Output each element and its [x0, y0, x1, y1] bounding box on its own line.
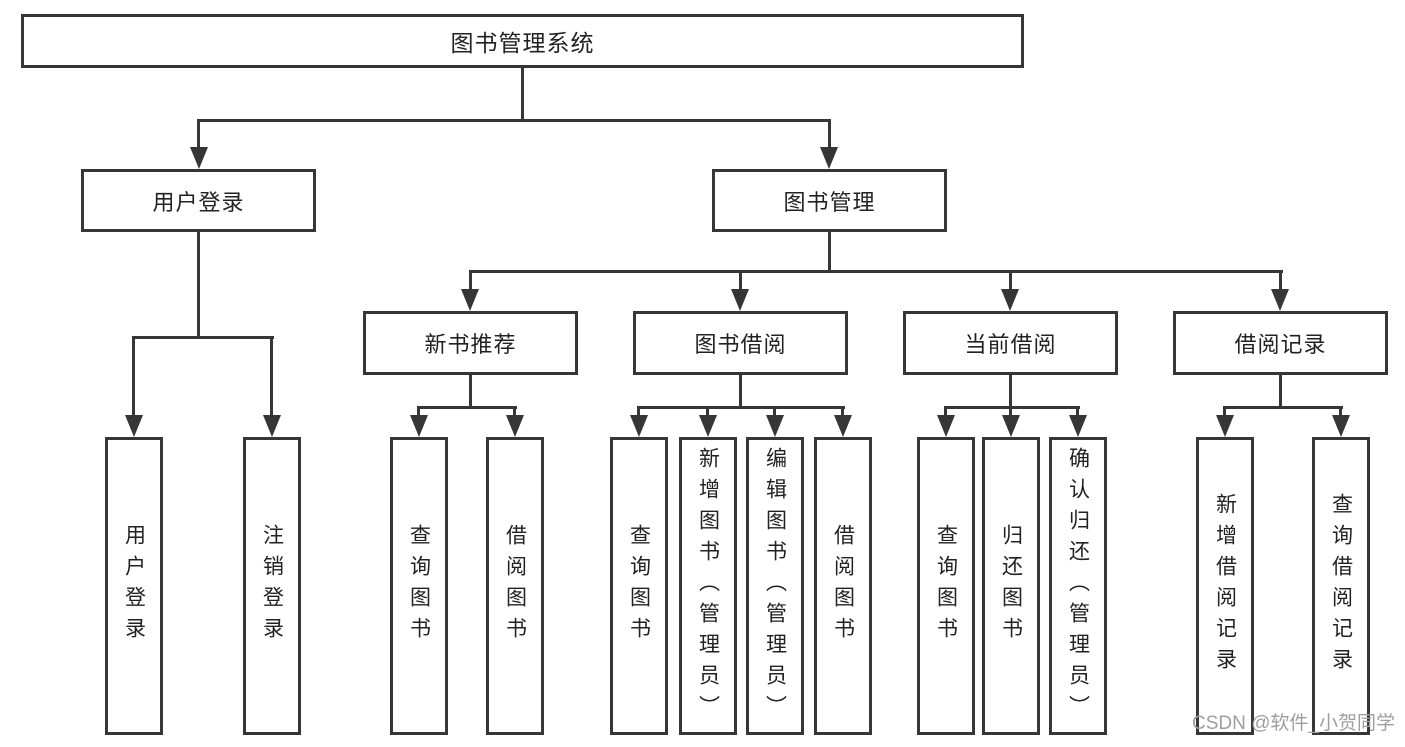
- node-book-borrow-label: 图书借阅: [694, 332, 787, 357]
- leaf-query-books-current: 查询图书: [917, 437, 975, 735]
- connector-drop-leaf-login: [132, 336, 135, 417]
- arrowhead-new-book-icon: [461, 289, 479, 311]
- connector-new-book-stem: [469, 375, 472, 409]
- leaf-query-books-recommend-label: 查询图书: [407, 524, 431, 648]
- connector-borrow-records-stem: [1279, 375, 1282, 409]
- connector-drop-b1: [417, 406, 420, 418]
- connector-drop-b2: [513, 406, 516, 418]
- connector-new-book-rail: [417, 406, 517, 409]
- arrowhead-c2-icon: [699, 415, 717, 437]
- leaf-user-login-label: 用户登录: [122, 524, 146, 648]
- node-library-system: 图书管理系统: [21, 14, 1024, 68]
- leaf-confirm-return-admin-label: 确认归还（管理员）: [1066, 446, 1090, 726]
- arrowhead-e1-icon: [1216, 415, 1234, 437]
- leaf-borrow-books-recommend: 借阅图书: [486, 437, 544, 735]
- connector-drop-d3: [1076, 406, 1079, 418]
- leaf-query-books-current-label: 查询图书: [934, 524, 958, 648]
- connector-borrow-records-rail: [1223, 406, 1343, 409]
- arrowhead-d1-icon: [937, 415, 955, 437]
- arrowhead-borrow-records-icon: [1271, 289, 1289, 311]
- node-library-system-label: 图书管理系统: [450, 30, 595, 56]
- connector-drop-c1: [637, 406, 640, 418]
- connector-drop-d2: [1009, 406, 1012, 418]
- leaf-query-books-borrow: 查询图书: [610, 437, 668, 735]
- node-user-login-label: 用户登录: [152, 189, 245, 215]
- arrowhead-c1-icon: [630, 415, 648, 437]
- node-new-book-recommend: 新书推荐: [363, 311, 578, 375]
- connector-drop-c4: [841, 406, 844, 418]
- arrowhead-current-borrow-icon: [1001, 289, 1019, 311]
- leaf-query-books-borrow-label: 查询图书: [627, 524, 651, 648]
- leaf-add-borrow-record-label: 新增借阅记录: [1213, 493, 1237, 679]
- connector-drop-current-borrow: [1009, 270, 1012, 291]
- leaf-query-borrow-record: 查询借阅记录: [1312, 437, 1370, 735]
- connector-drop-d1: [944, 406, 947, 418]
- leaf-edit-book-admin: 编辑图书（管理员）: [746, 437, 804, 735]
- connector-book-borrow-rail: [637, 406, 845, 409]
- connector-drop-c2: [706, 406, 709, 418]
- leaf-query-borrow-record-label: 查询借阅记录: [1329, 493, 1353, 679]
- leaf-query-books-recommend: 查询图书: [390, 437, 448, 735]
- connector-drop-book-management: [828, 119, 831, 149]
- leaf-borrow-books-recommend-label: 借阅图书: [503, 524, 527, 648]
- node-book-borrow: 图书借阅: [633, 311, 848, 375]
- connector-drop-book-borrow: [739, 270, 742, 291]
- arrowhead-b2-icon: [506, 415, 524, 437]
- connector-drop-borrow-records: [1279, 270, 1282, 291]
- connector-drop-leaf-logout: [270, 336, 273, 417]
- arrowhead-d2-icon: [1002, 415, 1020, 437]
- connector-drop-e2: [1339, 406, 1342, 418]
- leaf-add-book-admin: 新增图书（管理员）: [679, 437, 737, 735]
- connector-book-borrow-stem: [739, 375, 742, 409]
- leaf-return-book: 归还图书: [982, 437, 1040, 735]
- node-book-management-label: 图书管理: [783, 189, 876, 215]
- connector-current-borrow-stem: [1009, 375, 1012, 409]
- arrowhead-e2-icon: [1332, 415, 1350, 437]
- node-book-management: 图书管理: [712, 169, 947, 232]
- leaf-edit-book-admin-label: 编辑图书（管理员）: [763, 446, 787, 726]
- connector-drop-user-login: [197, 119, 200, 149]
- node-current-borrow-label: 当前借阅: [964, 332, 1057, 357]
- connector-user-login-stem: [197, 232, 200, 339]
- connector-drop-c3: [773, 406, 776, 418]
- connector-root-stem: [521, 68, 524, 122]
- node-new-book-recommend-label: 新书推荐: [424, 332, 517, 357]
- node-user-login: 用户登录: [81, 169, 316, 232]
- leaf-user-login: 用户登录: [105, 437, 163, 735]
- connector-user-login-rail: [132, 336, 274, 339]
- leaf-add-book-admin-label: 新增图书（管理员）: [696, 446, 720, 726]
- node-borrow-records: 借阅记录: [1173, 311, 1388, 375]
- arrowhead-b1-icon: [410, 415, 428, 437]
- arrowhead-d3-icon: [1069, 415, 1087, 437]
- arrowhead-book-borrow-icon: [731, 289, 749, 311]
- arrowhead-leaf-logout-icon: [263, 415, 281, 437]
- connector-level3-rail: [469, 270, 1283, 273]
- leaf-borrow-books-label: 借阅图书: [831, 524, 855, 648]
- arrowhead-c4-icon: [834, 415, 852, 437]
- connector-level2-rail: [197, 119, 831, 122]
- node-borrow-records-label: 借阅记录: [1234, 332, 1327, 357]
- csdn-watermark: CSDN @软件_小贺同学: [1192, 713, 1395, 734]
- leaf-return-book-label: 归还图书: [999, 524, 1023, 648]
- leaf-logout-label: 注销登录: [260, 524, 284, 648]
- connector-book-management-stem: [828, 232, 831, 273]
- leaf-borrow-books: 借阅图书: [814, 437, 872, 735]
- connector-drop-e1: [1223, 406, 1226, 418]
- node-current-borrow: 当前借阅: [903, 311, 1118, 375]
- arrowhead-user-login-icon: [190, 147, 208, 169]
- leaf-logout: 注销登录: [243, 437, 301, 735]
- connector-current-borrow-rail: [944, 406, 1080, 409]
- arrowhead-book-management-icon: [820, 147, 838, 169]
- connector-drop-new-book: [469, 270, 472, 291]
- leaf-confirm-return-admin: 确认归还（管理员）: [1049, 437, 1107, 735]
- arrowhead-leaf-login-icon: [125, 415, 143, 437]
- arrowhead-c3-icon: [766, 415, 784, 437]
- leaf-add-borrow-record: 新增借阅记录: [1196, 437, 1254, 735]
